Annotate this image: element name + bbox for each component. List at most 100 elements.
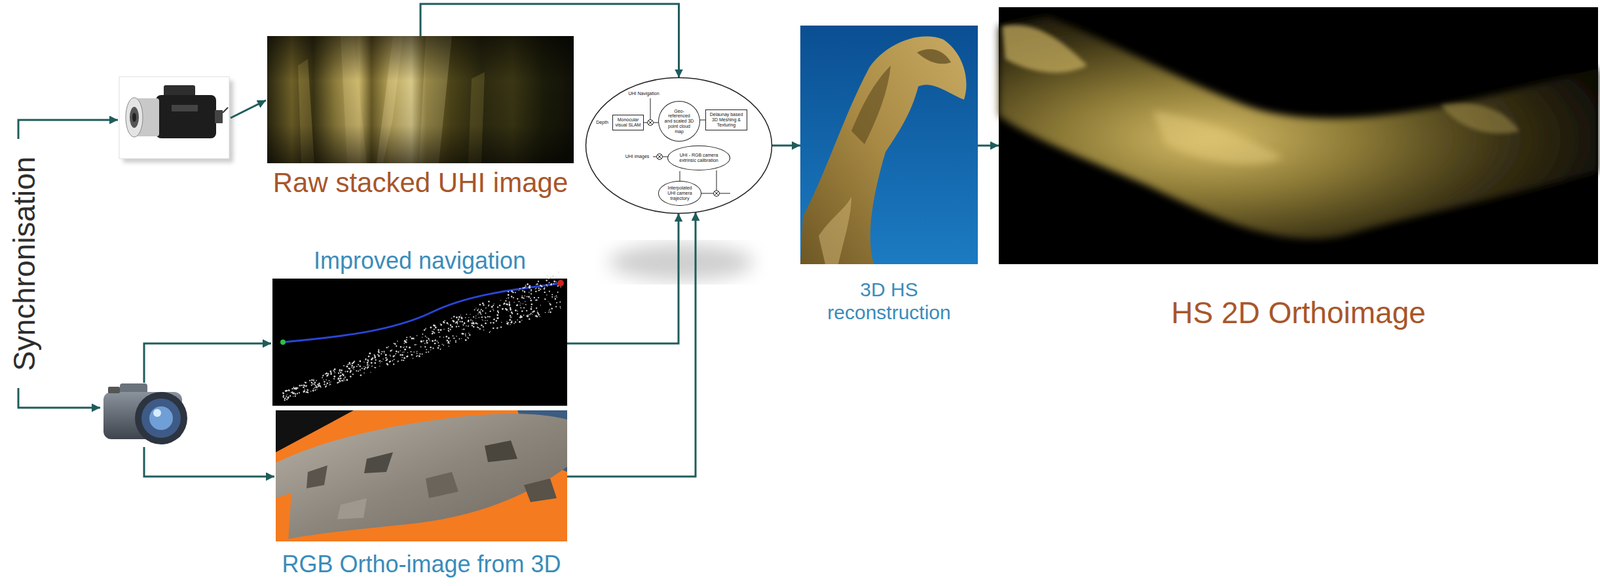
camera-wire <box>144 446 275 477</box>
navigation-picture <box>465 324 467 327</box>
navigation-picture <box>334 370 336 373</box>
navigation-picture <box>333 377 335 380</box>
navigation-picture <box>351 364 354 367</box>
navigation-picture <box>365 358 367 360</box>
navigation-picture <box>461 316 463 319</box>
navigation-picture <box>406 338 408 340</box>
navigation-picture <box>394 342 396 344</box>
navigation-picture <box>294 387 296 390</box>
navigation-picture <box>457 318 460 321</box>
navigation-picture <box>351 366 352 368</box>
navigation-picture <box>528 286 531 289</box>
navigation-picture <box>553 280 556 283</box>
navigation-picture <box>525 303 527 306</box>
navigation-picture <box>346 378 349 381</box>
flow-arrow <box>772 144 801 147</box>
navigation-picture <box>476 322 479 325</box>
ellipse-outline <box>648 120 653 125</box>
navigation-picture <box>472 325 475 327</box>
flow-circle: Interpolated UHI camera trajectory <box>658 180 702 205</box>
navigation-picture <box>285 395 287 397</box>
navigation-picture <box>325 379 327 381</box>
navigation-picture <box>462 324 464 326</box>
navigation-picture <box>463 328 465 330</box>
navigation-picture <box>344 376 346 378</box>
navigation-picture <box>443 336 445 338</box>
navigation-picture <box>342 379 344 382</box>
navigation-picture <box>339 377 342 379</box>
rgb-ortho-picture <box>484 440 518 462</box>
navigation-picture <box>527 314 529 316</box>
navigation-picture <box>312 389 315 392</box>
navigation-picture <box>314 381 316 384</box>
ellipse-outline <box>656 153 663 160</box>
navigation-picture <box>519 287 521 289</box>
navigation-picture <box>402 351 403 353</box>
navigation-picture <box>505 299 507 302</box>
image-caption: Raw stacked UHI image <box>273 167 569 199</box>
rgb-camera-icon <box>141 398 181 438</box>
navigation-picture <box>296 392 298 394</box>
hs-ortho-picture <box>998 7 1599 264</box>
navigation-picture <box>506 322 508 324</box>
navigation-picture <box>469 313 471 315</box>
navigation-picture <box>349 367 352 370</box>
navigation-picture <box>492 304 494 306</box>
navigation-picture <box>394 354 396 357</box>
navigation-picture <box>401 356 403 358</box>
navigation-picture <box>353 360 355 362</box>
raw-uhi-image: Raw stacked UHI image <box>267 36 574 164</box>
navigation-picture <box>456 320 458 322</box>
navigation-picture <box>463 322 466 325</box>
navigation-picture <box>352 366 354 369</box>
navigation-picture <box>355 370 357 372</box>
navigation-picture <box>516 318 519 321</box>
navigation-picture <box>519 316 522 319</box>
navigation-picture <box>426 341 429 344</box>
navigation-picture <box>378 360 380 361</box>
navigation-picture <box>451 325 454 328</box>
navigation-picture <box>447 329 450 331</box>
navigation-picture <box>416 350 418 352</box>
navigation-picture <box>332 369 335 371</box>
flow-input: UHI images <box>621 153 653 160</box>
navigation-picture <box>350 363 352 365</box>
navigation-picture <box>372 365 373 367</box>
navigation-picture <box>500 299 502 300</box>
navigation-picture <box>525 284 527 286</box>
navigation-picture <box>518 290 520 291</box>
navigation-picture <box>288 389 290 391</box>
navigation-picture <box>406 354 409 357</box>
navigation-picture <box>496 327 498 329</box>
navigation-picture <box>413 351 415 353</box>
process-ellipse: UHI NavigationDepthMonocular visual SLAM… <box>584 76 773 215</box>
navigation-picture <box>286 396 289 398</box>
navigation-picture <box>537 312 539 314</box>
navigation-picture <box>368 354 371 357</box>
navigation-picture <box>341 369 343 371</box>
navigation-picture <box>484 322 487 325</box>
raw-uhi-picture <box>267 36 574 164</box>
navigation-picture <box>377 354 380 357</box>
navigation-picture <box>419 353 421 355</box>
navigation-picture <box>558 271 560 273</box>
navigation-picture <box>374 356 376 359</box>
navigation-picture <box>293 386 295 388</box>
navigation-picture <box>549 311 551 313</box>
navigation-picture <box>333 375 336 378</box>
navigation-picture <box>347 363 349 365</box>
navigation-picture <box>523 290 526 293</box>
image-caption: 3D HS reconstruction <box>804 278 975 324</box>
navigation-picture <box>510 320 513 322</box>
navigation-picture <box>545 284 547 286</box>
navigation-picture <box>387 345 390 348</box>
navigation-picture <box>336 381 338 384</box>
navigation-picture <box>550 283 553 286</box>
navigation-picture <box>514 291 517 293</box>
navigation-picture <box>338 379 341 382</box>
navigation-picture <box>366 363 369 365</box>
navigation-picture <box>420 345 422 348</box>
navigation-picture <box>305 381 307 384</box>
navigation-picture <box>508 318 511 321</box>
navigation-picture <box>383 350 385 352</box>
